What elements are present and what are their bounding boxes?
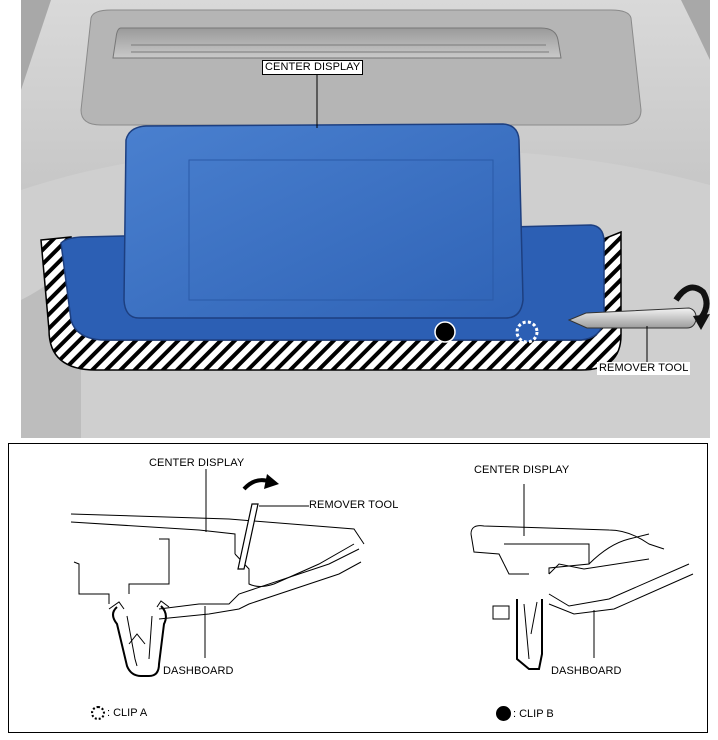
center-display-callout: CENTER DISPLAY xyxy=(262,60,364,75)
legend-clip-b-label: : CLIP B xyxy=(513,707,554,720)
detail-b-drawing xyxy=(470,484,694,670)
dashboard-scene-svg xyxy=(21,0,710,438)
clip-a-icon xyxy=(91,706,105,720)
vent-grille xyxy=(131,44,549,53)
clip-b-marker xyxy=(434,321,456,343)
clip-a-marker xyxy=(515,320,539,344)
detail-b-dashboard-label: DASHBOARD xyxy=(551,665,622,677)
center-vent xyxy=(112,27,562,59)
screen-inner-area xyxy=(188,159,494,301)
rotation-arrow-icon xyxy=(673,284,710,320)
dashboard-illustration: CENTER DISPLAY REMOVER TOOL xyxy=(21,0,710,438)
remover-tool-callout: REMOVER TOOL xyxy=(597,362,691,375)
detail-a-center-display-label: CENTER DISPLAY xyxy=(149,457,245,469)
detail-remover-tool xyxy=(237,503,259,570)
detail-a-remover-tool-label: REMOVER TOOL xyxy=(309,499,399,511)
legend-clip-a-label: : CLIP A xyxy=(107,707,148,719)
legend-clip-a: : CLIP A xyxy=(91,706,147,720)
center-display-screen xyxy=(123,123,524,319)
clip-detail-panel: CENTER DISPLAY REMOVER TOOL DASHBOARD CE… xyxy=(8,443,708,733)
clip-b-icon xyxy=(496,706,511,721)
legend-clip-b: : CLIP B xyxy=(496,706,554,721)
clip-detail-svg xyxy=(70,469,694,677)
detail-b-center-display-label: CENTER DISPLAY xyxy=(474,464,570,476)
detail-a-dashboard-label: DASHBOARD xyxy=(163,665,234,677)
detail-a-drawing xyxy=(70,469,365,677)
